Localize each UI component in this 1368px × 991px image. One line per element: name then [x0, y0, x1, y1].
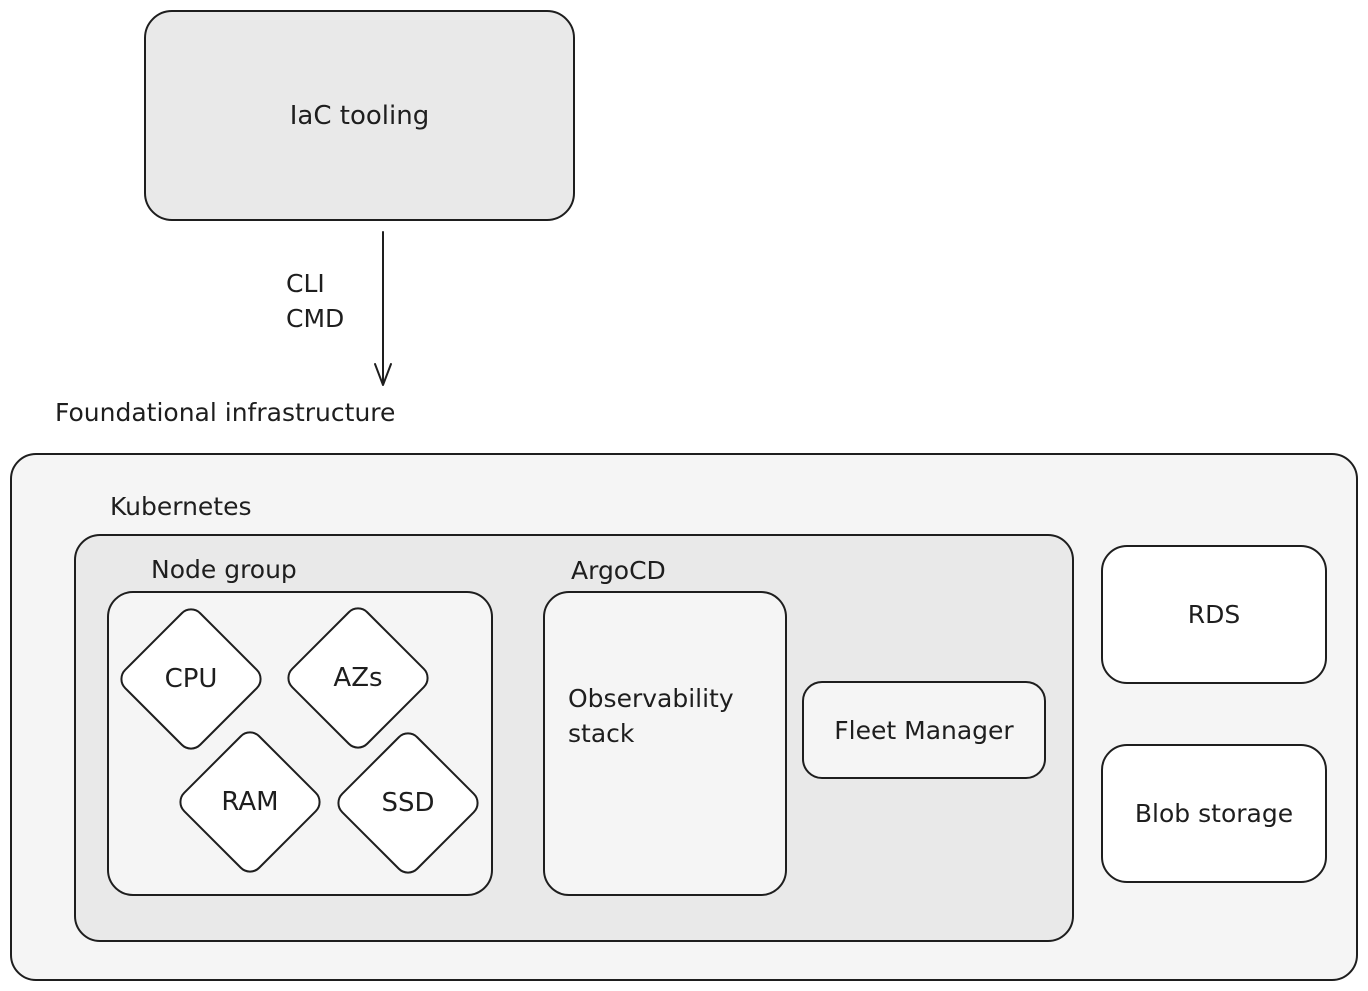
- rds-label: RDS: [1187, 600, 1241, 629]
- argocd-box[interactable]: [543, 591, 787, 896]
- cli-cmd-label: CLI CMD: [286, 269, 345, 333]
- iac-tooling-label: IaC tooling: [289, 100, 430, 131]
- observability-stack-label: Observability stack: [568, 684, 734, 748]
- ssd-label: SSD: [381, 788, 435, 818]
- fleet-manager-box[interactable]: Fleet Manager: [802, 681, 1046, 779]
- node-group-title: Node group: [151, 555, 297, 584]
- blob-storage-label: Blob storage: [1134, 799, 1294, 828]
- ram-label: RAM: [221, 787, 279, 817]
- iac-tooling-box[interactable]: IaC tooling: [144, 10, 575, 221]
- cpu-label: CPU: [164, 664, 218, 694]
- foundational-infrastructure-title: Foundational infrastructure: [55, 398, 396, 427]
- fleet-manager-label: Fleet Manager: [834, 715, 1014, 745]
- azs-label: AZs: [333, 663, 383, 693]
- kubernetes-title: Kubernetes: [110, 492, 252, 521]
- arrow-head: [374, 363, 392, 386]
- rds-box[interactable]: RDS: [1101, 545, 1327, 684]
- cli-cmd-arrow: [374, 231, 392, 386]
- blob-storage-box[interactable]: Blob storage: [1101, 744, 1327, 883]
- argocd-title: ArgoCD: [571, 556, 666, 585]
